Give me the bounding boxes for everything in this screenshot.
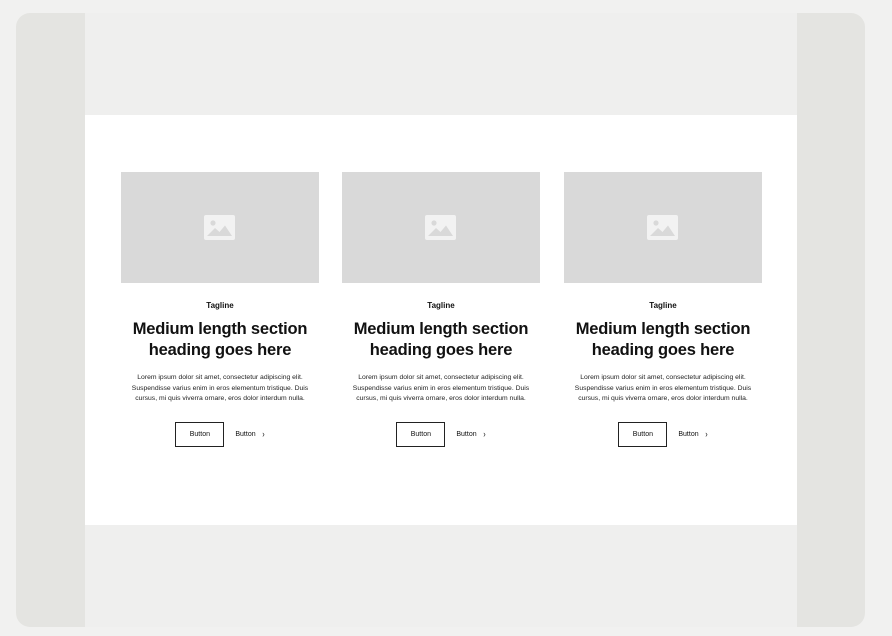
card-actions: Button Button › (564, 421, 762, 447)
secondary-link-button[interactable]: Button › (456, 428, 486, 439)
page-canvas: Tagline Medium length section heading go… (85, 13, 797, 627)
image-placeholder (121, 172, 319, 283)
tagline: Tagline (649, 301, 677, 310)
primary-button[interactable]: Button (396, 421, 446, 447)
image-placeholder-icon (425, 215, 456, 240)
feature-section: Tagline Medium length section heading go… (85, 115, 797, 525)
primary-button-label: Button (410, 430, 431, 438)
secondary-link-button[interactable]: Button › (235, 428, 265, 439)
secondary-button-label: Button (678, 430, 699, 438)
image-placeholder (342, 172, 540, 283)
preview-frame: Tagline Medium length section heading go… (16, 13, 865, 627)
card-actions: Button Button › (342, 421, 540, 447)
body-text: Lorem ipsum dolor sit amet, consectetur … (131, 374, 309, 402)
image-placeholder-icon (647, 215, 678, 240)
chevron-right-icon: › (261, 428, 265, 439)
primary-button-label: Button (632, 430, 653, 438)
body-text: Lorem ipsum dolor sit amet, consectetur … (574, 374, 752, 402)
secondary-link-button[interactable]: Button › (678, 428, 708, 439)
feature-card: Tagline Medium length section heading go… (342, 172, 540, 447)
section-heading: Medium length section heading goes here (575, 320, 751, 359)
section-heading: Medium length section heading goes here (132, 320, 308, 359)
body-text: Lorem ipsum dolor sit amet, consectetur … (352, 374, 530, 402)
section-heading: Medium length section heading goes here (353, 320, 529, 359)
image-placeholder (564, 172, 762, 283)
feature-card: Tagline Medium length section heading go… (121, 172, 319, 447)
tagline: Tagline (206, 301, 234, 310)
chevron-right-icon: › (482, 428, 486, 439)
primary-button[interactable]: Button (175, 421, 225, 447)
feature-card: Tagline Medium length section heading go… (564, 172, 762, 447)
primary-button-label: Button (189, 430, 210, 438)
chevron-right-icon: › (704, 428, 708, 439)
secondary-button-label: Button (456, 430, 477, 438)
card-actions: Button Button › (121, 421, 319, 447)
image-placeholder-icon (204, 215, 235, 240)
primary-button[interactable]: Button (618, 421, 668, 447)
secondary-button-label: Button (235, 430, 256, 438)
tagline: Tagline (427, 301, 455, 310)
